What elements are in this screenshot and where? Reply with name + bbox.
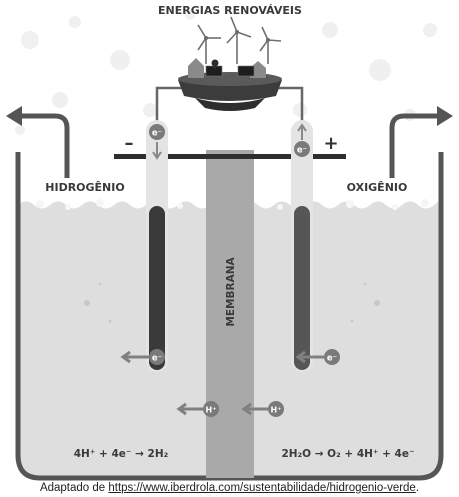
oxygen-outlet-arrow-icon [389,113,441,178]
anode-electrode [291,120,313,372]
svg-text:H⁺: H⁺ [271,406,282,415]
wire-right [277,86,304,122]
oxygen-label: OXIGÊNIO [347,181,408,194]
source-link[interactable]: https://www.iberdrola.com/sustentabilida… [108,482,416,494]
hydrogen-label: HIDROGÊNIO [45,181,124,194]
svg-text:e⁻: e⁻ [152,354,162,364]
electron-top-right: e⁻ [294,141,310,157]
svg-text:e⁻: e⁻ [152,129,162,139]
caption-prefix: Adaptado de [39,482,109,494]
membrane [206,150,254,478]
hydrogen-outlet-arrow-icon [18,113,70,178]
wire-left [155,86,182,122]
caption-suffix: . [415,482,420,494]
connector-bar [114,154,346,159]
electron-bottom-left: e⁻ [120,349,165,365]
hydrogen-arrowhead [6,106,22,126]
arrow-up-icon [297,123,307,140]
cathode-equation: 4H⁺ + 4e⁻ → 2H₂ [74,448,169,460]
renewable-energy-island-icon [178,16,282,111]
svg-text:H⁺: H⁺ [206,406,217,415]
minus-sign: – [125,133,134,154]
electron-top-left: e⁻ [149,124,165,140]
membrane-label: MEMBRANA [225,257,237,327]
proton-right: H⁺ [241,401,284,417]
anode-equation: 2H₂O → O₂ + 4H⁺ + 4e⁻ [281,448,414,460]
cathode-electrode [146,120,168,372]
oxygen-arrowhead [437,106,453,126]
proton-left: H⁺ [176,401,219,417]
plus-sign: + [323,133,338,154]
svg-text:e⁻: e⁻ [327,354,337,364]
source-caption: Adaptado de https://www.iberdrola.com/su… [0,482,459,494]
title: ENERGIAS RENOVÁVEIS [158,4,302,17]
svg-text:e⁻: e⁻ [297,146,307,156]
electron-bottom-right: e⁻ [295,349,340,365]
arrow-down-icon [152,142,162,160]
